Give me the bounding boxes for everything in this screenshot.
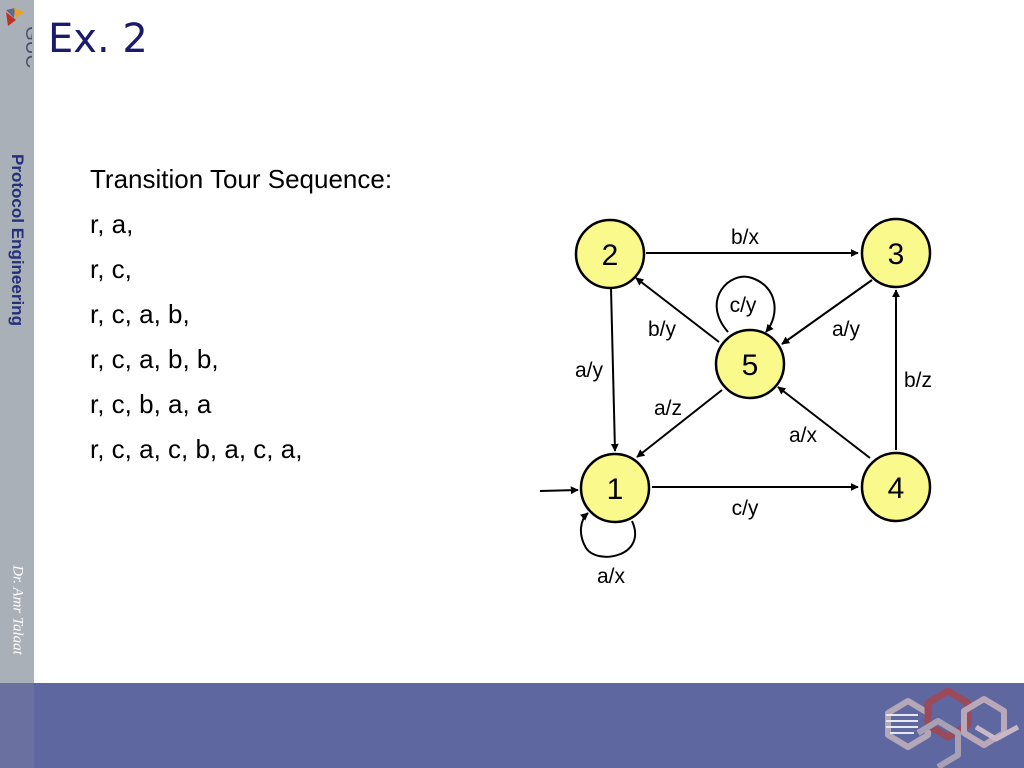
state-node-5	[714, 328, 786, 400]
edge-5-1	[636, 389, 723, 458]
sequence-item: r, c, b, a, a	[90, 389, 212, 419]
state-machine-diagram: b/x a/y b/y c/y a/y a/z a/x b/z c/y a/x …	[539, 217, 932, 588]
footer-bar	[0, 683, 1024, 768]
state-label: 3	[888, 238, 905, 271]
edge-label: a/y	[832, 318, 861, 341]
state-label: 4	[888, 472, 905, 505]
edge-label: a/y	[575, 359, 604, 382]
edge-3-5	[781, 279, 873, 345]
guc-logo: GUC	[6, 8, 32, 68]
edge-label: c/y	[730, 294, 757, 317]
sequence-item: r, c, a, b,	[90, 299, 190, 329]
sequence-item: r, c,	[90, 254, 132, 284]
sidebar: GUC Protocol Engineering Dr. Amr Talaat	[0, 0, 34, 768]
edge-4-5	[777, 386, 871, 459]
sequence-heading: Transition Tour Sequence:	[90, 164, 393, 194]
edge-2-1	[610, 287, 619, 452]
sequence-item: r, c, a, b, b,	[90, 344, 219, 374]
edge-label: a/x	[597, 565, 626, 588]
edge-5-2	[635, 277, 720, 343]
edge-label: b/x	[731, 226, 760, 249]
footer-corner	[0, 683, 34, 768]
state-node-3	[860, 217, 932, 289]
edge-label: c/y	[732, 497, 759, 520]
edge-5-5-loop	[715, 275, 776, 333]
state-node-1	[579, 452, 651, 524]
edge-label: b/y	[648, 318, 677, 341]
edge-entry-1	[539, 486, 579, 495]
guc-logo-text: GUC	[21, 26, 32, 68]
slide-title: Ex. 2	[48, 16, 148, 62]
molecule-logo	[885, 687, 1020, 768]
sequence-item: r, a,	[90, 209, 134, 239]
sequence-list: Transition Tour Sequence: r, a, r, c, r,…	[90, 162, 392, 477]
state-label: 1	[607, 473, 624, 506]
edge-label: a/z	[654, 397, 682, 420]
author-signature: Dr. Amr Talaat	[9, 565, 26, 655]
edge-label: a/x	[789, 424, 818, 447]
state-node-2	[574, 218, 646, 290]
state-label: 5	[742, 349, 759, 382]
state-label: 2	[602, 239, 619, 272]
sequence-item: r, c, a, c, b, a, c, a,	[90, 434, 303, 464]
edge-label: b/z	[904, 369, 932, 392]
state-node-4	[860, 451, 932, 523]
edge-1-1-loop	[579, 512, 636, 558]
course-title: Protocol Engineering	[8, 154, 27, 326]
